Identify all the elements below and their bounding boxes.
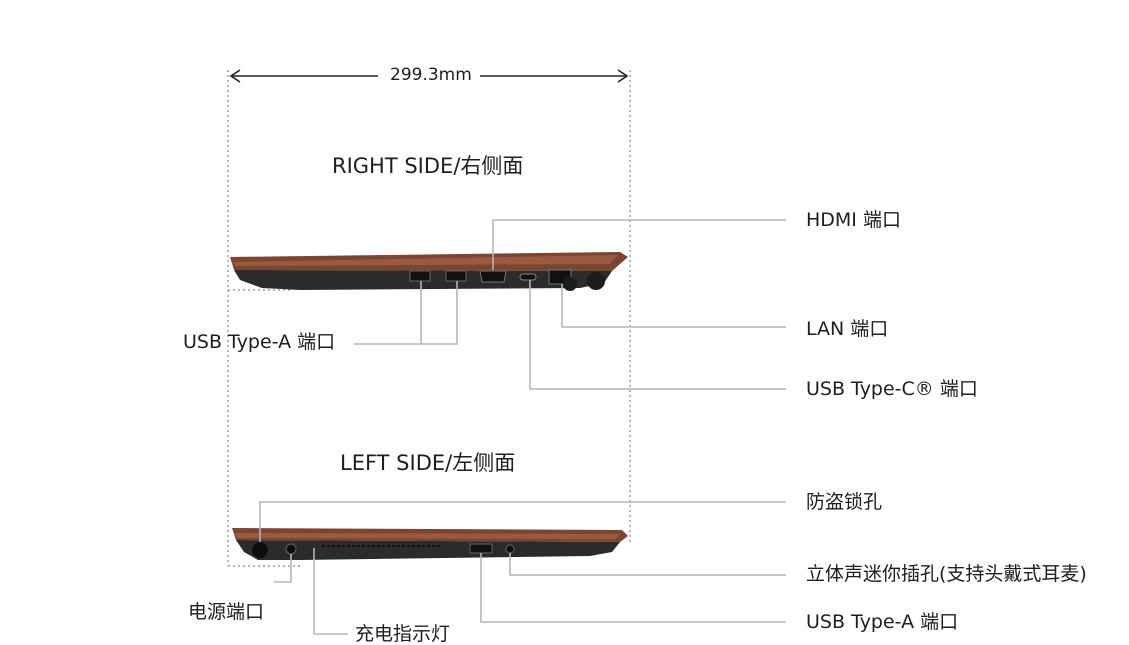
laptop-left-profile xyxy=(232,528,628,560)
dimension-arrow xyxy=(229,69,629,83)
charge-led-label: 充电指示灯 xyxy=(355,623,451,645)
usb-c-port-label: USB Type-C® 端口 xyxy=(806,378,978,400)
foot-icon xyxy=(587,272,605,290)
power-port-label: 电源端口 xyxy=(188,601,265,623)
leader-lines xyxy=(259,219,786,635)
usb-c-port-icon xyxy=(519,273,537,281)
usb-a-port-icon xyxy=(409,270,431,282)
left-side-title: LEFT SIDE/左侧面 xyxy=(340,451,516,475)
usb-a-port-label-left: USB Type-A 端口 xyxy=(806,611,959,633)
lock-slot-icon xyxy=(252,542,268,558)
audio-jack-label: 立体声迷你插孔(支持头戴式耳麦) xyxy=(806,563,1087,585)
foot-icon xyxy=(563,277,577,291)
power-port-icon xyxy=(285,543,297,555)
audio-jack-icon xyxy=(505,544,515,554)
hdmi-port-label: HDMI 端口 xyxy=(806,209,901,231)
right-side-title: RIGHT SIDE/右侧面 xyxy=(332,154,524,178)
usb-a-port-icon xyxy=(445,270,467,282)
dimension-guides xyxy=(227,70,631,567)
lock-slot-label: 防盗锁孔 xyxy=(806,491,883,513)
dimension-label: 299.3mm xyxy=(390,65,472,85)
usb-a-port-label-right: USB Type-A 端口 xyxy=(183,331,336,353)
hdmi-port-icon xyxy=(479,270,507,283)
laptop-right-profile xyxy=(230,252,628,291)
usb-a-port-icon xyxy=(469,543,493,554)
lan-port-label: LAN 端口 xyxy=(806,318,889,340)
